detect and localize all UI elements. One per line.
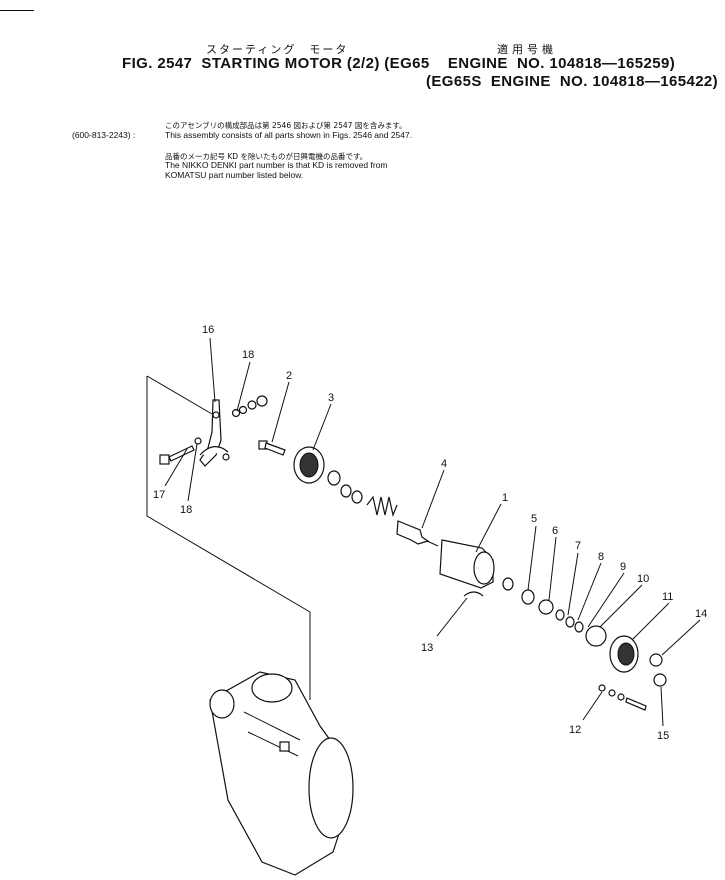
end-cover-part-11 xyxy=(609,635,667,687)
bolt-part-12 xyxy=(598,684,647,711)
callout-16: 16 xyxy=(202,324,214,336)
clip-part-13 xyxy=(463,591,484,597)
callout-15: 15 xyxy=(657,730,669,742)
bolt-part-17 xyxy=(159,445,195,465)
callout-10: 10 xyxy=(637,573,649,585)
note-en-assembly: This assembly consists of all parts show… xyxy=(165,130,413,140)
housing-part-1 xyxy=(439,539,495,589)
callout-1: 1 xyxy=(502,492,508,504)
note-en-nikko-2: KOMATSU part number listed below. xyxy=(165,170,304,180)
callout-5: 5 xyxy=(531,513,537,525)
header-rule xyxy=(0,10,34,11)
callout-4: 4 xyxy=(441,458,447,470)
callout-12: 12 xyxy=(569,724,581,736)
callout-2: 2 xyxy=(286,370,292,382)
note-en-nikko-1: The NIKKO DENKI part number is that KD i… xyxy=(165,160,388,170)
note-jp-assembly: このアセンブリの構成部品は第 2546 図および第 2547 図を含みます。 xyxy=(165,121,407,130)
bracket-lines xyxy=(146,375,311,700)
callout-8: 8 xyxy=(598,551,604,563)
callout-18-bottom: 18 xyxy=(180,504,192,516)
callout-6: 6 xyxy=(552,525,558,537)
pinion-gear-part-3 xyxy=(293,446,363,504)
leader-lines xyxy=(164,337,701,727)
small-parts-5-10 xyxy=(502,577,607,647)
callout-13: 13 xyxy=(421,642,433,654)
callout-11: 11 xyxy=(662,591,673,603)
note-jp-nikko: 品番のメーカ記号 KD を除いたものが日興電機の品番です。 xyxy=(165,152,368,161)
shift-lever-part xyxy=(194,395,268,467)
callout-numbers: 1 2 3 4 5 6 7 8 9 10 11 12 13 14 15 16 1… xyxy=(153,324,707,742)
spring-part xyxy=(366,495,398,518)
japanese-applicable-label: 適用号機 xyxy=(497,43,557,56)
callout-14: 14 xyxy=(695,608,707,620)
callout-3: 3 xyxy=(328,392,334,404)
figure-title: FIG. 2547 STARTING MOTOR (2/2) (EG65 ENG… xyxy=(122,55,676,72)
japanese-title: スターティング モータ xyxy=(206,43,349,56)
callout-17: 17 xyxy=(153,489,165,501)
callout-18-top: 18 xyxy=(242,349,254,361)
assembly-number: (600-813-2243) : xyxy=(72,130,136,140)
shaft-part-4 xyxy=(396,520,439,547)
callout-7: 7 xyxy=(575,540,581,552)
callout-9: 9 xyxy=(620,561,626,573)
figure-title-line2: (EG65S ENGINE NO. 104818—165422) xyxy=(426,73,719,90)
starter-motor-assembly xyxy=(209,671,354,876)
screw-part-2 xyxy=(258,440,286,456)
